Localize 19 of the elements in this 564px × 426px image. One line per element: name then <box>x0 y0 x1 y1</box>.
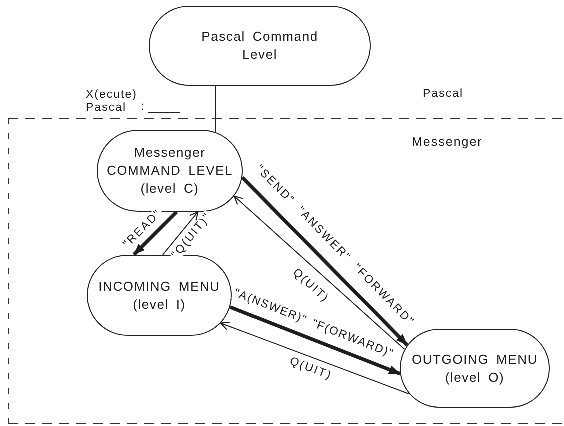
arrow <box>132 210 178 256</box>
node-title: INCOMING MENU <box>98 278 220 296</box>
arrow <box>162 212 199 256</box>
arrow <box>220 322 410 395</box>
node-subtitle: (level C) <box>140 180 200 198</box>
node-title: OUTGOING MENU <box>412 350 538 368</box>
dashed-region <box>8 118 564 424</box>
node-title: Pascal Command Level <box>200 28 320 64</box>
state-node <box>400 329 550 408</box>
node-subtitle: (level O) <box>445 368 505 386</box>
arrow <box>241 176 409 346</box>
node-subtitle: (level I) <box>133 296 186 314</box>
prompt-text: : <box>141 101 146 114</box>
arrow <box>230 306 401 376</box>
node-title: Messenger COMMAND LEVEL <box>106 144 234 180</box>
region-label: Pascal <box>423 88 464 100</box>
command-text: X(ecute) Pascal <box>86 89 138 114</box>
region-label: Messenger <box>412 135 483 149</box>
arrow <box>234 196 406 350</box>
